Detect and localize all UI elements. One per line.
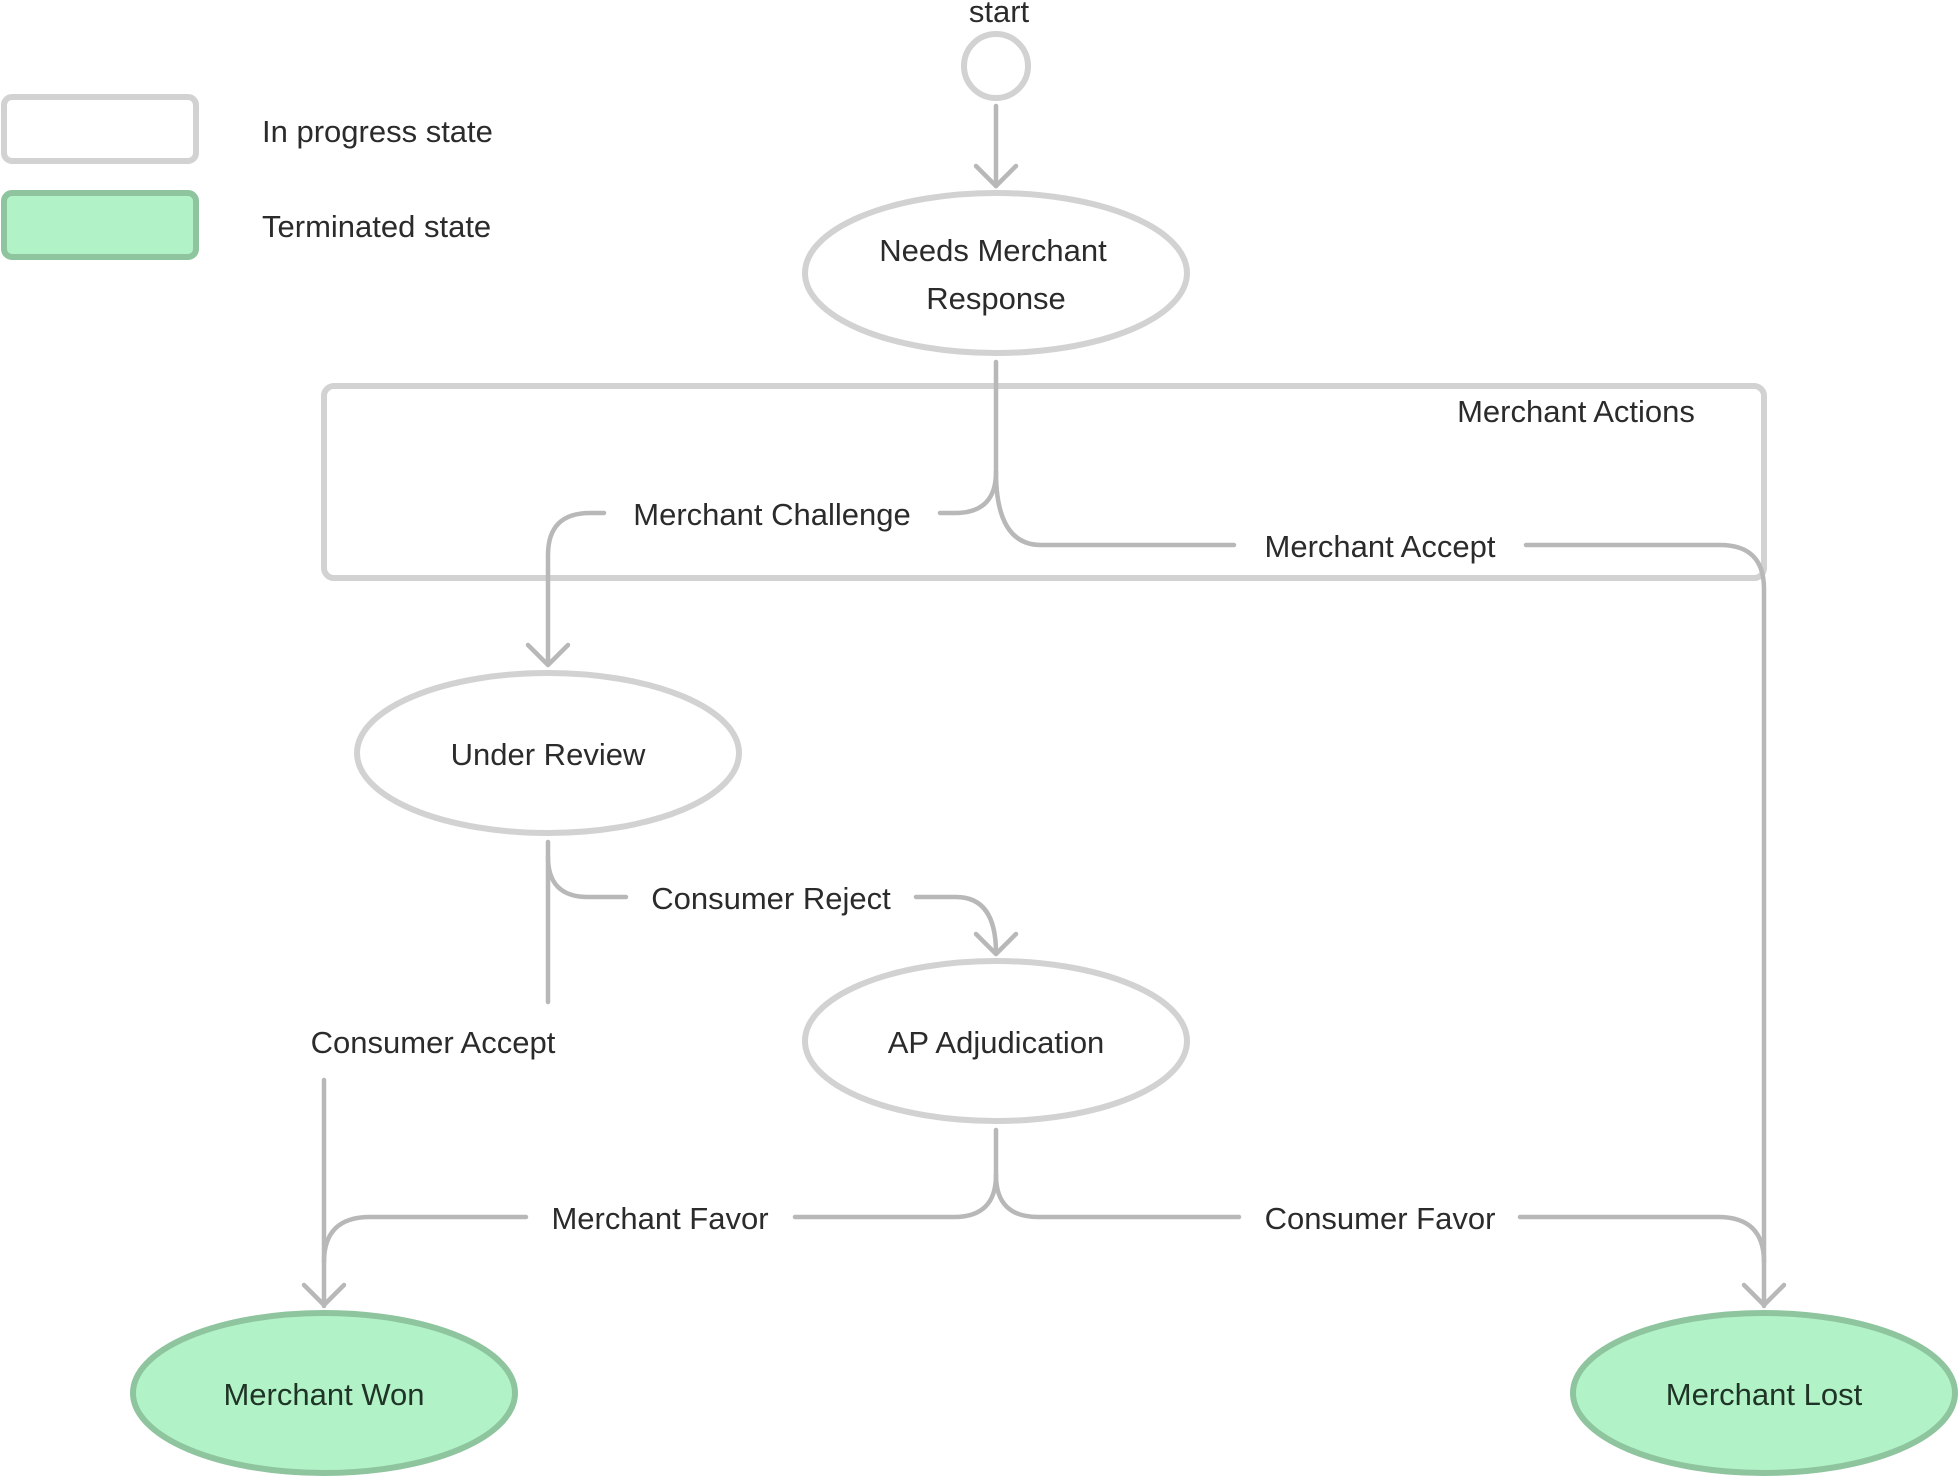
state-needs-merchant-response-line2: Response (926, 281, 1066, 316)
state-under-review-label: Under Review (451, 737, 646, 772)
label-merchant-favor: Merchant Favor (551, 1201, 768, 1236)
arrowhead-merchant-lost (1741, 1282, 1787, 1308)
merchant-actions-box (321, 383, 1767, 581)
label-merchant-challenge: Merchant Challenge (633, 497, 910, 532)
merchant-actions-label: Merchant Actions (1457, 394, 1695, 429)
start-circle (961, 31, 1031, 101)
arrowhead-needs-response (973, 163, 1019, 189)
legend-terminated-swatch (1, 190, 199, 260)
edge-consumer-reject-left (545, 854, 629, 900)
state-merchant-lost: Merchant Lost (1570, 1310, 1958, 1476)
edge-merchant-challenge-right (937, 469, 999, 516)
legend-in-progress-swatch (1, 94, 199, 164)
state-merchant-won: Merchant Won (130, 1310, 518, 1476)
label-consumer-accept: Consumer Accept (311, 1025, 556, 1060)
legend: In progress state Terminated state (1, 94, 493, 260)
state-under-review: Under Review (354, 670, 742, 836)
label-merchant-accept: Merchant Accept (1265, 529, 1496, 564)
state-needs-merchant-response: Needs Merchant Response (802, 190, 1190, 356)
state-under-review-shape (354, 670, 742, 836)
start-node: start (961, 0, 1031, 101)
arrowhead-under-review (525, 642, 571, 668)
state-needs-merchant-response-shape (802, 190, 1190, 356)
edge-merchant-accept-right (1523, 542, 1767, 1309)
edge-merchant-favor-left (321, 1214, 529, 1265)
legend-terminated-label: Terminated state (262, 209, 491, 244)
state-merchant-won-label: Merchant Won (223, 1377, 424, 1412)
arrowhead-merchant-won (301, 1282, 347, 1308)
label-consumer-favor: Consumer Favor (1265, 1201, 1496, 1236)
edge-consumer-favor-right (1517, 1214, 1767, 1265)
edge-merchant-favor-right (792, 1172, 999, 1220)
state-ap-adjudication: AP Adjudication (802, 958, 1190, 1124)
state-ap-adjudication-shape (802, 958, 1190, 1124)
legend-in-progress-label: In progress state (262, 114, 493, 149)
label-consumer-reject: Consumer Reject (651, 881, 891, 916)
state-merchant-lost-label: Merchant Lost (1666, 1377, 1863, 1412)
edge-consumer-reject-right (913, 894, 999, 956)
state-needs-merchant-response-line1: Needs Merchant (879, 233, 1107, 268)
start-label: start (969, 0, 1030, 29)
edge-merchant-challenge-left (545, 510, 607, 667)
states: Needs Merchant Response Under Review AP … (130, 190, 1958, 1476)
edges (301, 103, 1787, 1309)
arrowhead-ap-adjudication (973, 931, 1019, 957)
edge-consumer-favor-left (993, 1172, 1242, 1220)
state-merchant-lost-shape (1570, 1310, 1958, 1476)
edge-labels: Merchant Challenge Merchant Accept Consu… (311, 497, 1496, 1236)
merchant-actions-group: Merchant Actions (321, 383, 1767, 581)
state-ap-adjudication-label: AP Adjudication (888, 1025, 1105, 1060)
edge-merchant-accept-left (993, 469, 1237, 548)
state-merchant-won-shape (130, 1310, 518, 1476)
